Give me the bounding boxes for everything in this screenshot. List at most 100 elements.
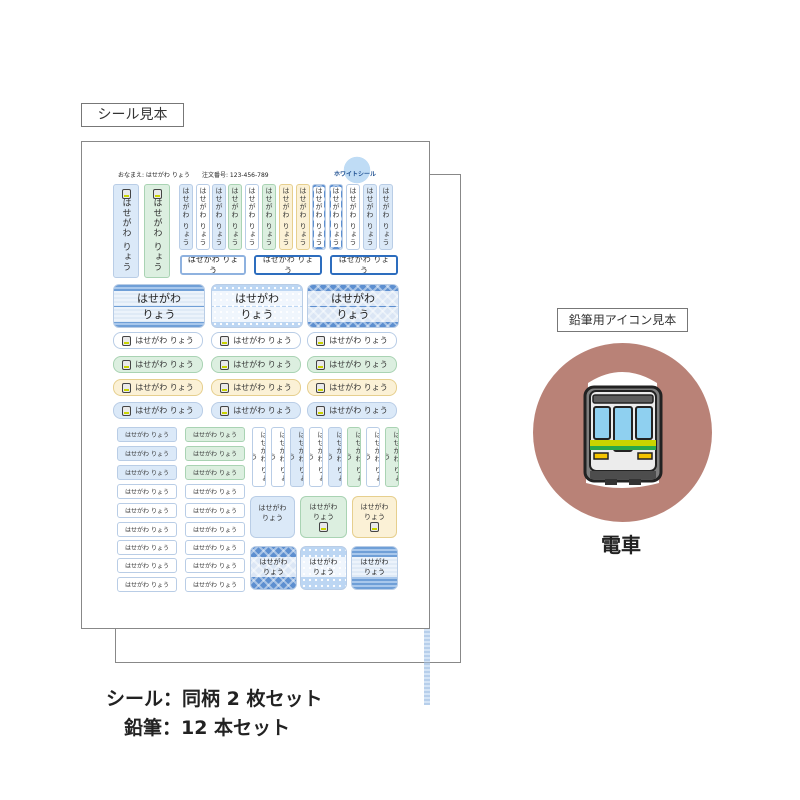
vertical-sticker: はせがわ りょう: [279, 184, 293, 250]
sticker-name-text: はせがわ りょう: [347, 431, 361, 483]
square-patterned-sticker: はせがわ りょう: [300, 546, 347, 590]
vertical-sticker: はせがわ りょう: [366, 427, 380, 487]
vertical-sticker: はせがわ りょう: [179, 184, 193, 250]
sticker-name-text: はせがわ りょう: [265, 187, 273, 247]
sticker-name-text: はせがわ りょう: [193, 508, 237, 515]
small-name-sticker: はせがわ りょう: [117, 446, 177, 461]
square-sticker-text: りょう: [262, 514, 283, 522]
sticker-name-text: はせがわ りょう: [385, 431, 399, 483]
sticker-name-text: はせがわ りょう: [125, 489, 169, 496]
train-icon: [122, 405, 132, 416]
sticker-name-text: はせがわ りょう: [233, 360, 292, 369]
large-sticker: はせがわ りょう: [211, 284, 303, 328]
train-icon: [316, 359, 326, 370]
square-sticker-text: はせがわ: [258, 504, 287, 512]
vertical-sticker: はせがわ りょう: [144, 184, 170, 278]
icon-name-sticker: はせがわ りょう: [307, 332, 397, 349]
sticker-name-text: はせがわ りょう: [366, 187, 374, 247]
square-sticker-text: はせがわ: [301, 557, 346, 567]
large-sticker-text-1: はせがわ: [212, 291, 302, 306]
square-sticker: はせがわ りょう: [300, 496, 347, 538]
small-name-sticker: はせがわ りょう: [185, 558, 245, 573]
square-sticker-text: はせがわ: [251, 557, 296, 567]
sticker-name-text: はせがわ りょう: [125, 470, 169, 477]
small-name-sticker: はせがわ りょう: [185, 540, 245, 555]
icon-name-sticker: はせがわ りょう: [307, 379, 397, 396]
vertical-sticker: はせがわ りょう: [328, 427, 342, 487]
large-sticker: はせがわ りょう: [307, 284, 399, 328]
vertical-sticker: はせがわ りょう: [113, 184, 139, 278]
square-sticker-text: りょう: [251, 567, 296, 577]
small-name-sticker: はせがわ りょう: [117, 465, 177, 480]
vertical-sticker: はせがわ りょう: [309, 427, 323, 487]
small-name-sticker: はせがわ りょう: [185, 503, 245, 518]
front-sheet: おなまえ: はせがわ りょう 注文番号: 123-456-789 ホワイトシール…: [81, 141, 430, 629]
icon-name-sticker: はせがわ りょう: [211, 356, 301, 373]
sticker-name-text: はせがわ りょう: [299, 187, 307, 247]
framed-sticker: はせがわ りょう: [254, 255, 322, 275]
small-name-sticker: はせがわ りょう: [185, 465, 245, 480]
icon-name-sticker: はせがわ りょう: [113, 402, 203, 419]
train-icon: [122, 359, 132, 370]
framed-sticker: はせがわ りょう: [330, 255, 398, 275]
icon-name-sticker: はせがわ りょう: [307, 356, 397, 373]
vertical-sticker: はせがわ りょう: [228, 184, 242, 250]
square-sticker-text: はせがわ: [309, 503, 338, 511]
sticker-name-text: はせがわ りょう: [193, 470, 237, 477]
sticker-name-text: はせがわ りょう: [125, 582, 169, 589]
small-name-sticker: はせがわ りょう: [185, 577, 245, 592]
large-sticker-text-1: はせがわ: [114, 291, 204, 306]
square-patterned-sticker: はせがわ りょう: [250, 546, 297, 590]
summary-line-2: 鉛筆：12 本セット: [124, 717, 291, 739]
sticker-name-text: はせがわ りょう: [331, 187, 341, 247]
train-icon: [316, 382, 326, 393]
small-name-sticker: はせがわ りょう: [185, 522, 245, 537]
square-sticker: はせがわ りょう: [352, 496, 397, 538]
vertical-sticker: はせがわ りょう: [329, 184, 343, 250]
sticker-name-text: はせがわ りょう: [135, 336, 194, 345]
train-icon: [220, 335, 230, 346]
sticker-name-text: はせがわ りょう: [329, 336, 388, 345]
white-seal-label: ホワイトシール: [334, 171, 377, 178]
small-name-sticker: はせがわ りょう: [185, 484, 245, 499]
sticker-name-text: はせがわ りょう: [329, 360, 388, 369]
pencil-icon-sample-tag: 鉛筆用アイコン見本: [557, 308, 688, 332]
sticker-name-text: はせがわ りょう: [271, 431, 285, 483]
white-seal-badge: ホワイトシール: [328, 155, 386, 185]
vertical-sticker: はせがわ りょう: [312, 184, 326, 250]
framed-sticker: はせがわ りょう: [180, 255, 246, 275]
large-sticker-text-2: りょう: [114, 307, 204, 322]
sticker-name-text: はせがわ りょう: [193, 432, 237, 439]
sticker-name-text: はせがわ りょう: [382, 187, 390, 247]
train-icon: [220, 405, 230, 416]
square-sticker-text: はせがわ: [360, 503, 389, 511]
large-sticker-text-1: はせがわ: [308, 291, 398, 306]
square-sticker-text: はせがわ: [352, 557, 397, 567]
small-name-sticker: はせがわ りょう: [117, 540, 177, 555]
icon-name-sticker: はせがわ りょう: [211, 402, 301, 419]
icon-name-sticker: はせがわ りょう: [307, 402, 397, 419]
sheet-order-line: 注文番号: 123-456-789: [202, 172, 269, 179]
square-sticker-text: りょう: [352, 567, 397, 577]
sticker-name-text: はせがわ りょう: [193, 451, 237, 458]
sticker-name-text: はせがわ りょう: [309, 431, 323, 483]
sticker-name-text: はせがわ りょう: [215, 187, 223, 247]
sticker-name-text: はせがわ りょう: [328, 431, 342, 483]
sticker-name-text: はせがわ りょう: [193, 527, 237, 534]
vertical-sticker: はせがわ りょう: [252, 427, 266, 487]
sticker-name-text: はせがわ りょう: [193, 582, 237, 589]
sticker-name-text: はせがわ りょう: [193, 563, 237, 570]
vertical-sticker: はせがわ りょう: [385, 427, 399, 487]
small-name-sticker: はせがわ りょう: [117, 577, 177, 592]
train-icon: [583, 372, 663, 488]
icon-name-sticker: はせがわ りょう: [113, 356, 203, 373]
sticker-name-text: はせがわ りょう: [366, 431, 380, 483]
icon-name-sticker: はせがわ りょう: [113, 332, 203, 349]
train-icon: [316, 335, 326, 346]
sticker-name-text: はせがわ りょう: [125, 508, 169, 515]
small-name-sticker: はせがわ りょう: [117, 484, 177, 499]
vertical-sticker: はせがわ りょう: [363, 184, 377, 250]
small-name-sticker: はせがわ りょう: [117, 522, 177, 537]
vertical-sticker: はせがわ りょう: [290, 427, 304, 487]
sticker-name-text: はせがわ りょう: [252, 431, 266, 483]
